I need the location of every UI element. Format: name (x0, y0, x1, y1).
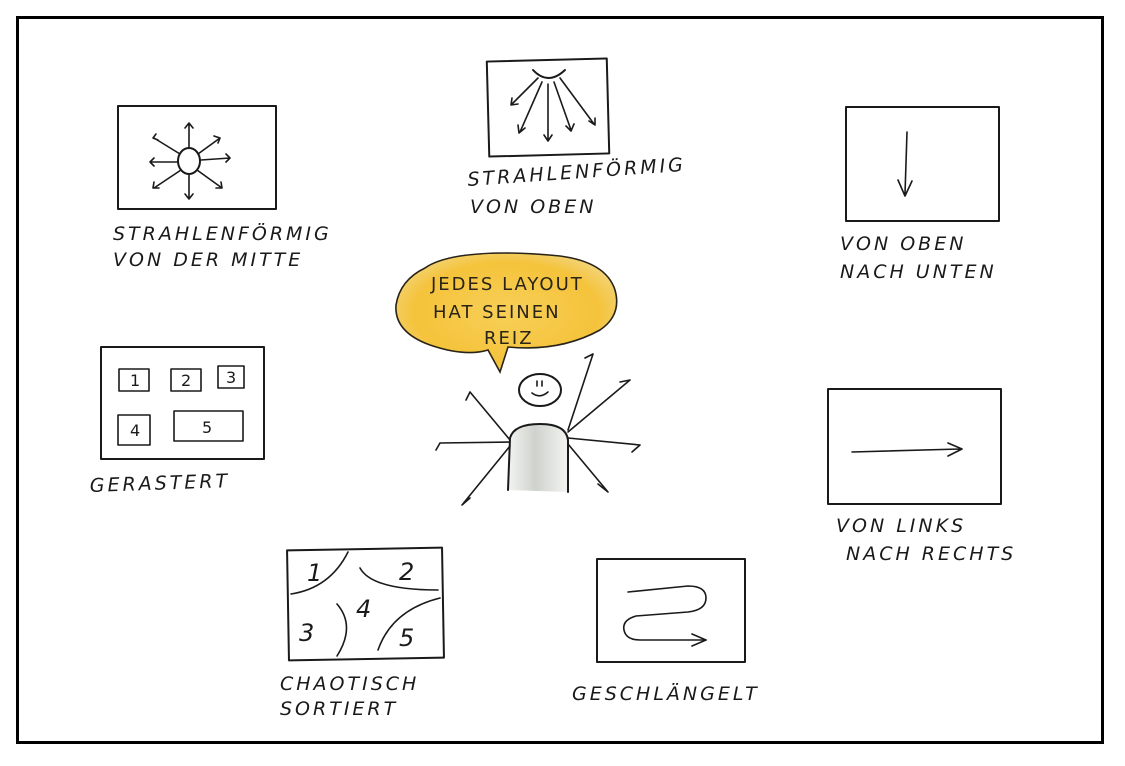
grid-cell (170, 368, 202, 392)
chaotic-cell-label: 1 (307, 559, 322, 587)
top-down-caption: VON OBEN NACH UNTEN (840, 233, 997, 283)
meander-box (596, 558, 746, 663)
caption-line: NACH RECHTS (846, 543, 1016, 565)
radial-top-box (485, 57, 611, 158)
chaotic-divider (359, 567, 439, 591)
grid-cell-label: 4 (130, 421, 140, 440)
caption-line: VON DER MITTE (113, 249, 303, 271)
figure-arms (435, 353, 641, 506)
chaotic-divider (377, 597, 441, 651)
radial-center-box (117, 105, 277, 210)
down-arrow (897, 131, 913, 197)
layout-chaotic: 1 2 3 4 5 (286, 546, 445, 662)
grid-cell-label: 1 (130, 371, 140, 390)
left-right-caption: VON LINKS NACH RECHTS (836, 515, 1016, 565)
figure-body-fill (508, 424, 568, 492)
chaotic-cell-label: 4 (356, 595, 371, 623)
caption-line: SORTIERT (280, 698, 398, 720)
layout-radial-top (485, 57, 611, 158)
bubble-line: JEDES LAYOUT (430, 274, 584, 295)
bubble-line: REIZ (484, 328, 534, 349)
grid-cell (217, 365, 245, 389)
layout-grid: 1 2 3 4 5 (100, 346, 265, 460)
grid-cell-label: 3 (226, 368, 236, 387)
grid-cell (118, 368, 150, 392)
caption-line: GERASTERT (89, 470, 230, 497)
caption-line: GESCHLÄNGELT (572, 682, 760, 705)
bubble-line: HAT SEINEN (433, 302, 561, 323)
chaotic-cell-label: 2 (399, 558, 414, 586)
top-down-box (845, 106, 1000, 222)
grid-caption: GERASTERT (89, 470, 230, 497)
chaotic-cell-label: 5 (399, 624, 414, 652)
figure-head (518, 373, 562, 407)
chaotic-caption: CHAOTISCH SORTIERT (280, 673, 419, 720)
radial-top-caption: STRAHLENFÖRMIG VON OBEN (467, 153, 687, 218)
grid-box (100, 346, 265, 460)
caption-line: CHAOTISCH (280, 673, 419, 695)
meander-line (622, 585, 707, 641)
layout-top-down (845, 106, 1000, 222)
grid-cell-label: 5 (202, 418, 212, 437)
meander-arrowhead (691, 633, 707, 647)
left-right-box (827, 388, 1002, 505)
top-node (532, 69, 566, 79)
meander-caption: GESCHLÄNGELT (572, 682, 760, 705)
chaotic-cell-label: 3 (299, 619, 314, 647)
bubble-shape (395, 252, 618, 375)
chaotic-divider (336, 603, 348, 657)
speech-bubble: JEDES LAYOUT HAT SEINEN REIZ (395, 252, 618, 375)
diagram-frame (16, 16, 1104, 744)
caption-line: VON LINKS (836, 515, 966, 537)
right-arrow (851, 442, 963, 457)
caption-line: VON OBEN (470, 196, 596, 218)
figure-body (507, 423, 569, 493)
caption-line: NACH UNTEN (840, 261, 997, 283)
radial-center-caption: STRAHLENFÖRMIG VON DER MITTE (113, 222, 332, 271)
radial-arrows (149, 122, 231, 200)
grid-cell (117, 414, 151, 446)
grid-cell-label: 2 (181, 371, 191, 390)
grid-cell (173, 410, 244, 442)
caption-line: VON OBEN (840, 233, 966, 255)
chaotic-divider (290, 551, 349, 595)
stick-figure (435, 353, 641, 506)
layout-left-right (827, 388, 1002, 505)
caption-line: STRAHLENFÖRMIG (467, 153, 687, 191)
layout-meander (596, 558, 746, 663)
caption-line: STRAHLENFÖRMIG (113, 222, 332, 245)
radial-top-arrows (510, 77, 596, 142)
chaotic-box (286, 546, 445, 662)
smiley-face (531, 380, 549, 397)
layout-radial-center (117, 105, 277, 210)
